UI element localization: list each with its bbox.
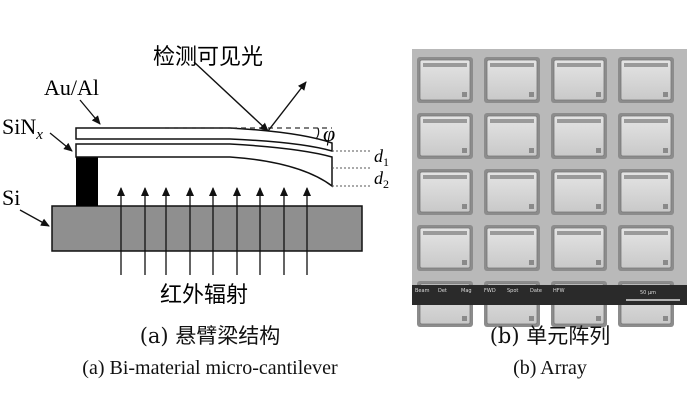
incident-light-ray [193,61,269,132]
label-infrared: 红外辐射 [160,283,248,308]
caption-a-english: (a) Bi-material micro-cantilever [82,357,338,379]
sem-cell [417,57,473,103]
sem-cell [618,113,674,159]
label-metal: Au/Al [44,75,99,100]
sem-info-header: Spot [507,288,518,294]
sem-info-header: Beam [415,288,430,294]
reflected-light-ray [267,81,307,132]
sem-cell [618,169,674,215]
cantilever-sinx-layer [75,143,333,188]
label-visible-light: 检测可见光 [153,45,263,70]
label-d2-base: d [374,168,384,188]
sem-cell [484,225,540,271]
sem-cell [417,113,473,159]
sem-info-header: FWD [484,288,496,294]
sem-cell [484,169,540,215]
sem-cell [551,225,607,271]
label-d1-base: d [374,146,384,166]
sem-cell [484,57,540,103]
si-substrate [51,205,363,252]
label-sinx-base: SiN [2,114,36,139]
caption-a-chinese: (a) 悬臂梁结构 [139,324,281,348]
sem-info-header: Date [530,288,542,294]
sinx-label-pointer [49,132,73,152]
panel-a-schematic: 检测可见光 Au/Al SiNx Si φ d1 d2 红外辐射 [2,45,389,308]
label-sinx-sub: x [35,127,43,143]
sem-info-header: Mag [461,288,472,294]
infrared-arrows [117,187,311,275]
metal-label-pointer [79,99,101,125]
sem-cell [618,225,674,271]
sinx-post [76,157,98,206]
sem-info-headers: Beam Det Mag FWD Spot Date HFW [415,288,565,294]
sem-info-header: HFW [553,288,565,294]
caption-b-english: (b) Array [513,357,587,379]
phi-angle-arc [315,127,320,140]
sem-cell [551,113,607,159]
sem-cell [417,225,473,271]
sem-cell [551,169,607,215]
sem-info-bar [412,285,687,305]
sem-scale-text: 50 μm [640,290,656,296]
sem-cell [484,113,540,159]
label-d1-sub: 1 [383,155,389,169]
label-phi: φ [323,121,335,146]
sem-cell [551,57,607,103]
label-d2: d2 [374,168,389,191]
panel-b-sem-image: Beam Det Mag FWD Spot Date HFW 50 μm [412,49,687,327]
caption-b-chinese: (b) 单元阵列 [489,324,611,348]
sem-cell [417,169,473,215]
label-sinx: SiNx [2,114,43,143]
label-si: Si [2,185,20,210]
label-d2-sub: 2 [383,177,389,191]
sem-info-header: Det [438,288,447,294]
si-label-pointer [19,209,50,227]
sem-cell [618,57,674,103]
label-d1: d1 [374,146,389,169]
